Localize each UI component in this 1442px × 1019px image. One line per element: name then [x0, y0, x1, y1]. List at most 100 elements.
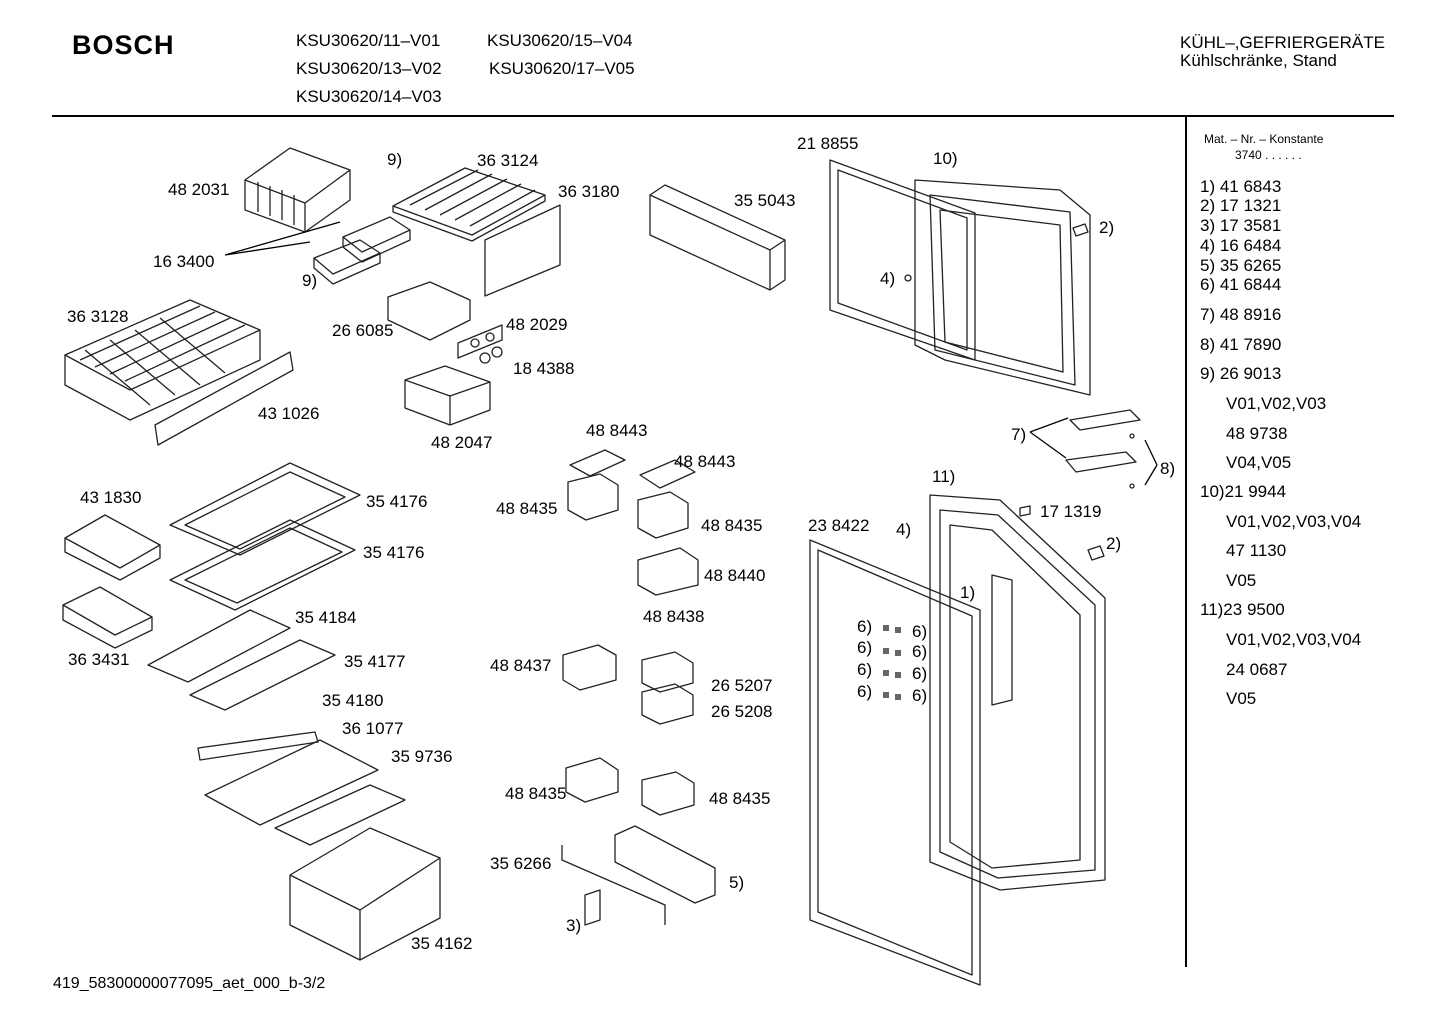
parts-list-row: V05 — [1226, 689, 1257, 708]
document-id: 419_58300000077095_aet_000_b-3/2 — [53, 975, 326, 992]
part-label: 6) — [912, 642, 928, 661]
part-label: 35 9736 — [391, 747, 453, 766]
parts-list-row: 8) 41 7890 — [1200, 335, 1282, 354]
parts-list-row: 4) 16 6484 — [1200, 236, 1282, 255]
model-number: KSU30620/15–V04 — [487, 31, 633, 50]
parts-list-row: 10)21 9944 — [1200, 482, 1287, 501]
egg-tray-part — [569, 449, 626, 477]
part-label: 43 1830 — [80, 488, 142, 507]
wire-basket-part — [64, 299, 261, 421]
model-number: KSU30620/11–V01 — [296, 31, 441, 50]
parts-list-row: 3) 17 3581 — [1200, 216, 1282, 235]
parts-list-constant: 3740 . . . . . . — [1235, 148, 1302, 162]
crisper-drawer-part — [289, 827, 441, 961]
bracket-part — [387, 281, 471, 341]
part-label: 48 2047 — [431, 433, 493, 452]
small-tray-part — [62, 586, 153, 649]
part-label: 3) — [566, 916, 582, 935]
grille-part — [392, 167, 546, 242]
part-label: 6) — [857, 617, 873, 636]
parts-list-row: 6) 41 6844 — [1200, 275, 1282, 294]
part-label: 11) — [932, 467, 956, 486]
part-label: 35 4176 — [363, 543, 425, 562]
rod-part — [561, 845, 666, 925]
category-line-2: Kühlschränke, Stand — [1180, 51, 1337, 70]
part-label: 4) — [896, 520, 912, 539]
part-label: 9) — [302, 271, 318, 290]
part-label: 26 5208 — [711, 702, 773, 721]
small-tray-part — [64, 514, 161, 581]
clip-part — [1087, 545, 1105, 561]
part-label: 6) — [912, 664, 928, 683]
part-label: 6) — [912, 622, 928, 641]
part-label: 36 3124 — [477, 151, 539, 170]
parts-list-row: 48 9738 — [1226, 424, 1288, 443]
part-label: 48 8438 — [643, 607, 705, 626]
parts-list-row: V04,V05 — [1226, 453, 1292, 472]
part-label: 35 4162 — [411, 934, 473, 953]
part-label: 48 2029 — [506, 315, 568, 334]
control-plate-part — [457, 324, 503, 364]
ice-bucket-part — [244, 147, 351, 233]
part-label: 35 5043 — [734, 191, 796, 210]
parts-list-heading: Mat. – Nr. – Konstante — [1204, 132, 1324, 146]
model-number: KSU30620/13–V02 — [296, 59, 442, 78]
egg-tray-part — [639, 459, 696, 489]
part-label: 48 2031 — [168, 180, 230, 199]
parts-list-row: 24 0687 — [1226, 660, 1288, 679]
part-label: 23 8422 — [808, 516, 870, 535]
part-label: 9) — [387, 150, 403, 169]
part-label: 4) — [880, 269, 896, 288]
glass-shelf-part — [147, 462, 406, 846]
part-label: 10) — [933, 149, 958, 168]
part-label: 48 8435 — [701, 516, 763, 535]
part-label: 48 8437 — [490, 656, 552, 675]
part-label: 48 8435 — [496, 499, 558, 518]
parts-list-row: V05 — [1226, 571, 1257, 590]
fridge-gasket-part — [809, 539, 981, 986]
model-number: KSU30620/17–V05 — [489, 59, 635, 78]
parts-list-row: V01,V02,V03 — [1226, 394, 1327, 413]
part-label: 5) — [729, 873, 745, 892]
category-line-1: KÜHL–,GEFRIERGERÄTE — [1180, 33, 1385, 52]
handle-part — [1065, 409, 1141, 473]
clip-part — [584, 889, 601, 926]
fridge-door-part — [929, 494, 1106, 891]
part-label: 36 3431 — [68, 650, 130, 669]
trim-strip-part — [154, 351, 294, 446]
part-label: 35 4184 — [295, 608, 357, 627]
part-label: 21 8855 — [797, 134, 859, 153]
part-label: 6) — [857, 638, 873, 657]
door-bin-part — [562, 473, 716, 904]
parts-list-row: 1) 41 6843 — [1200, 177, 1282, 196]
part-label: 35 4176 — [366, 492, 428, 511]
brand-logo: BOSCH — [72, 30, 175, 60]
part-label: 36 1077 — [342, 719, 404, 738]
part-label: 35 4177 — [344, 652, 406, 671]
part-label: 16 3400 — [153, 252, 215, 271]
pad-part — [883, 625, 901, 700]
part-label: 36 3128 — [67, 307, 129, 326]
part-label: 1) — [960, 583, 976, 602]
part-label: 48 8440 — [704, 566, 766, 585]
part-label: 17 1319 — [1040, 502, 1102, 521]
part-label: 35 6266 — [490, 854, 552, 873]
model-number: KSU30620/14–V03 — [296, 87, 442, 106]
part-label: 36 3180 — [558, 182, 620, 201]
parts-list-row: 7) 48 8916 — [1200, 305, 1282, 324]
freezer-door-part — [914, 179, 1091, 396]
screw-part — [904, 274, 912, 282]
part-label: 7) — [1011, 425, 1027, 444]
part-label: 48 8443 — [674, 452, 736, 471]
parts-list-row: V01,V02,V03,V04 — [1226, 512, 1362, 531]
part-label: 48 8443 — [586, 421, 648, 440]
part-label: 48 8435 — [709, 789, 771, 808]
part-label: 2) — [1099, 218, 1115, 237]
part-label: 6) — [912, 686, 928, 705]
part-label: 6) — [857, 660, 873, 679]
part-label: 6) — [857, 682, 873, 701]
part-label: 43 1026 — [258, 404, 320, 423]
hinge-part — [1019, 505, 1031, 517]
ice-tray-part — [313, 216, 411, 285]
